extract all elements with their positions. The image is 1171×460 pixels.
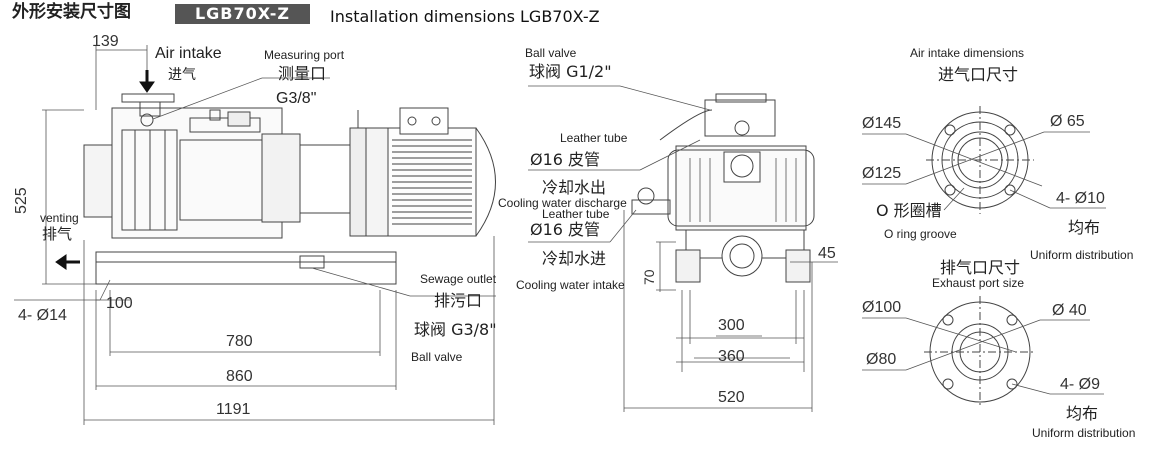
dim-360: 360: [718, 348, 745, 365]
title-english: Installation dimensions LGB70X-Z: [330, 7, 600, 26]
dim-300: 300: [718, 317, 745, 334]
dim-525: 525: [13, 187, 30, 214]
measuring-port-size: G3/8": [276, 90, 317, 107]
venting-label-en: venting: [40, 211, 79, 225]
ball-valve-label-en: Ball valve: [525, 46, 577, 60]
intake-uniform-label-cn: 均布: [1068, 218, 1101, 237]
sewage-outlet-label-cn: 排污口: [434, 291, 483, 310]
leather-tube-label-en-1: Leather tube: [560, 131, 628, 145]
exhaust-size-title-en: Exhaust port size: [932, 276, 1025, 290]
oring-groove-label-cn: O 形圈槽: [876, 201, 942, 220]
leather-tube-label-cn-1: Ø16 皮管: [530, 150, 601, 169]
title-chinese: 外形安装尺寸图: [12, 2, 131, 22]
exhaust-uniform-label-en: Uniform distribution: [1032, 426, 1136, 440]
cooling-intake-label-cn: 冷却水进: [542, 249, 607, 268]
exhaust-d80: Ø80: [866, 351, 897, 368]
measuring-port-label-cn: 测量口: [278, 64, 327, 83]
intake-d125: Ø125: [862, 165, 902, 182]
dim-70: 70: [641, 269, 657, 285]
dim-45: 45: [818, 245, 836, 262]
dim-780: 780: [226, 333, 253, 350]
intake-uniform-label-en: Uniform distribution: [1030, 248, 1134, 262]
oring-groove-label-en: O ring groove: [884, 227, 957, 241]
intake-holes-label: 4- Ø10: [1056, 190, 1105, 207]
exhaust-d40: Ø 40: [1052, 302, 1087, 319]
cooling-discharge-label-cn: 冷却水出: [542, 178, 607, 197]
dim-139: 139: [92, 33, 119, 50]
sewage-ball-valve-label-en: Ball valve: [411, 350, 463, 364]
exhaust-d100: Ø100: [862, 299, 902, 316]
side-view-drawing: [14, 45, 496, 425]
cooling-discharge-label-en: Cooling water discharge: [498, 196, 627, 210]
dim-1191: 1191: [216, 401, 251, 418]
leather-tube-label-cn-2: Ø16 皮管: [530, 220, 601, 239]
dim-100: 100: [106, 295, 133, 312]
leather-tube-label-en-2: Leather tube: [542, 207, 610, 221]
cooling-intake-label-en: Cooling water intake: [516, 278, 625, 292]
exhaust-uniform-label-cn: 均布: [1066, 404, 1099, 423]
air-intake-label-en: Air intake: [155, 45, 222, 62]
mounting-holes-label: 4- Ø14: [18, 307, 67, 324]
sewage-outlet-label-en: Sewage outlet: [420, 272, 497, 286]
exhaust-size-title-cn: 排气口尺寸: [940, 258, 1021, 277]
dim-520: 520: [718, 389, 745, 406]
model-badge: LGB70X-Z: [175, 4, 310, 24]
ball-valve-label-cn: 球阀 G1/2": [529, 62, 612, 81]
intake-d65: Ø 65: [1050, 113, 1085, 130]
measuring-port-label-en: Measuring port: [264, 48, 345, 62]
sewage-ball-valve-size: 球阀 G3/8": [414, 320, 497, 339]
dim-860: 860: [226, 368, 253, 385]
intake-flange-drawing: [862, 106, 1106, 214]
exhaust-holes-label: 4- Ø9: [1060, 376, 1101, 393]
intake-d145: Ø145: [862, 115, 902, 132]
exhaust-flange-drawing: [862, 296, 1104, 408]
air-intake-label-cn: 进气: [168, 67, 196, 83]
intake-dimensions-title-en: Air intake dimensions: [910, 46, 1025, 60]
venting-label-cn: 排气: [42, 225, 73, 243]
front-view-drawing: [528, 85, 838, 412]
intake-dimensions-title-cn: 进气口尺寸: [938, 65, 1019, 84]
